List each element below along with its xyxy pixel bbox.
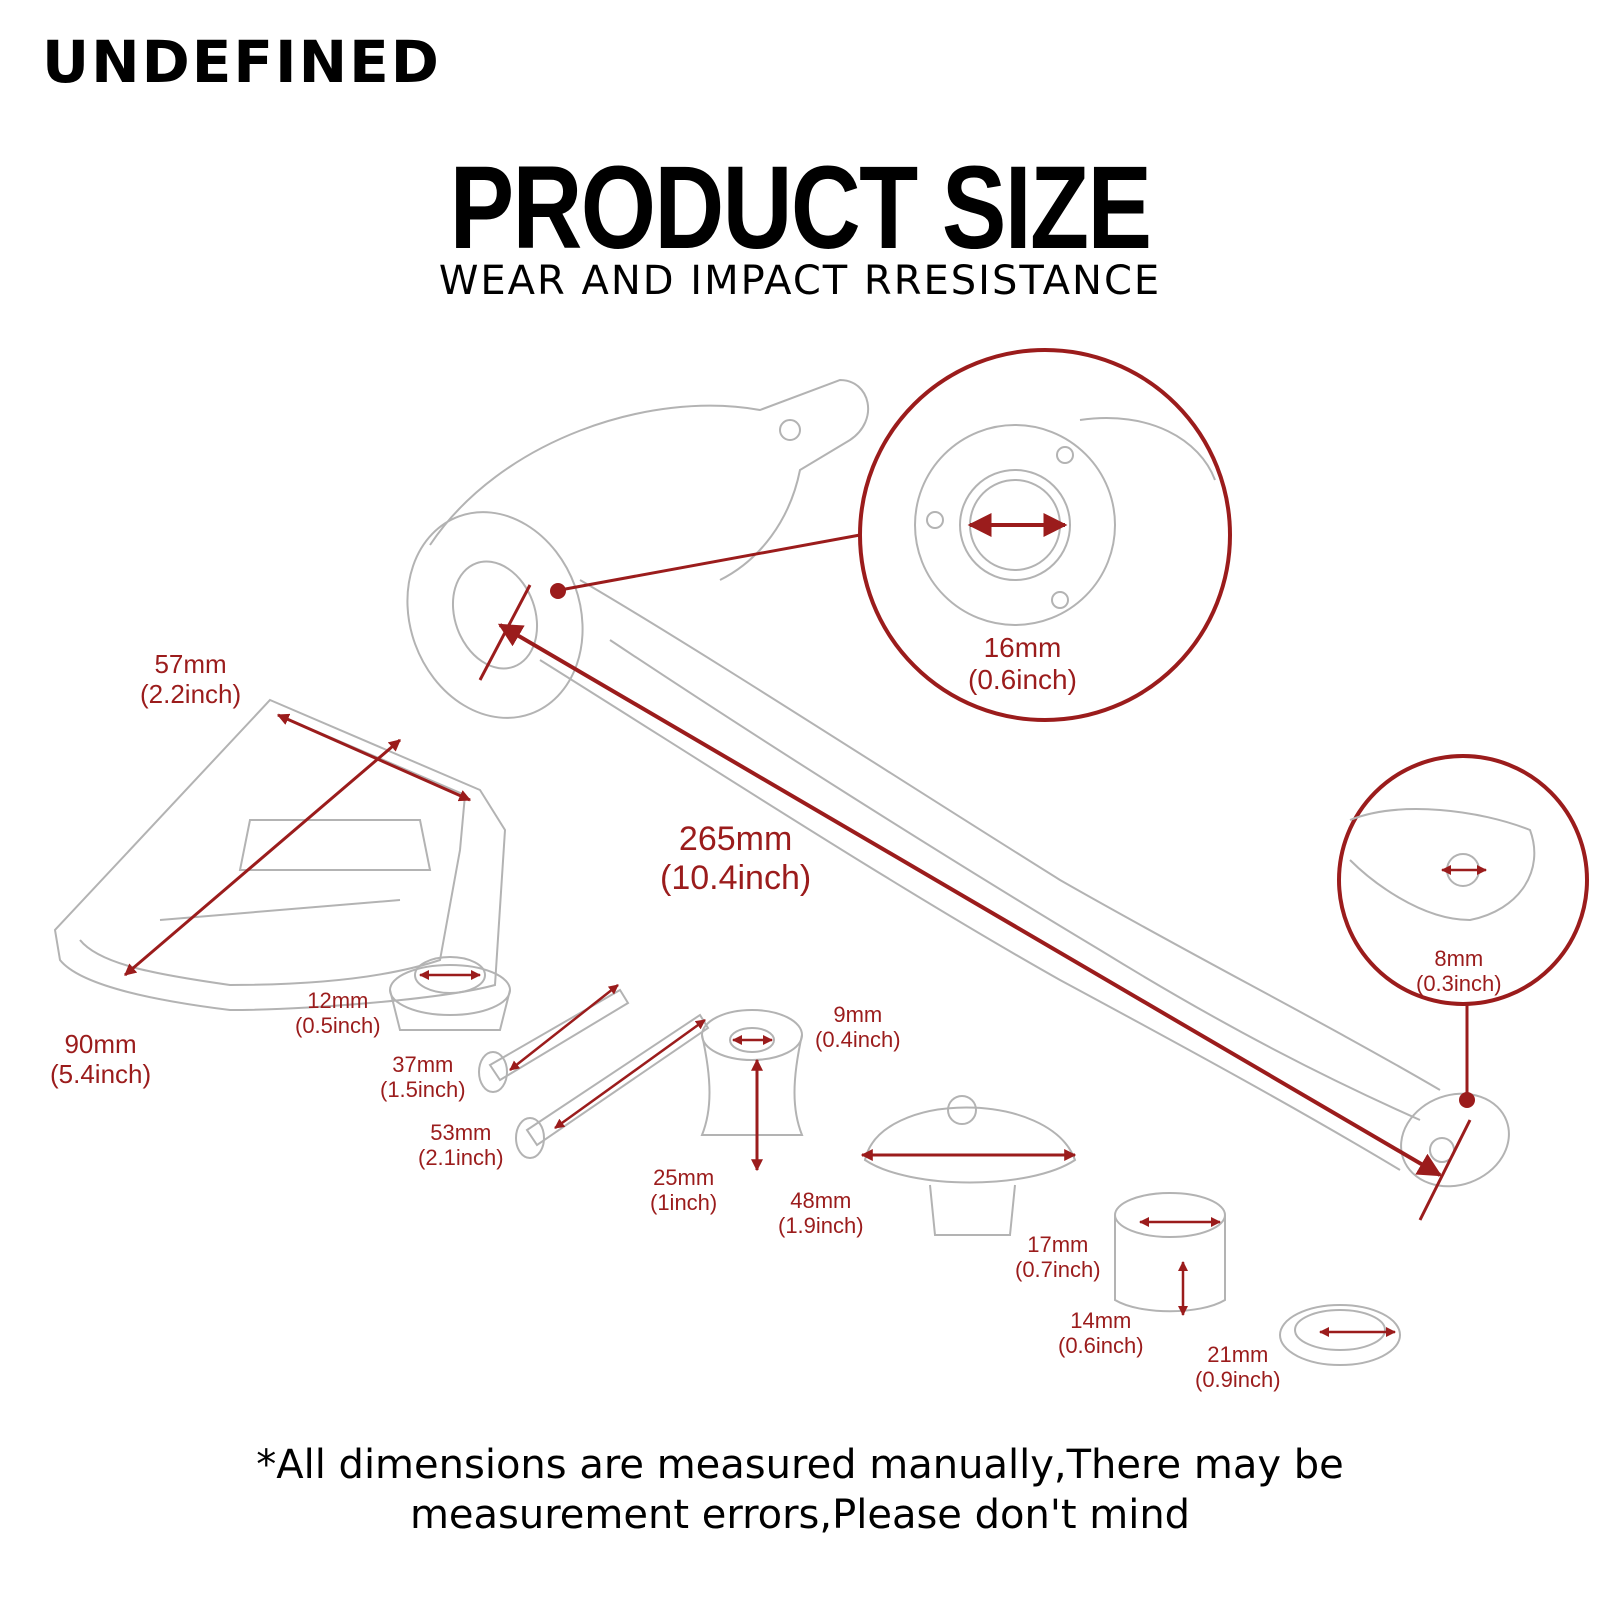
tip-zoom-circle (1337, 754, 1589, 1006)
spacer-height-label: 25mm(1inch) (650, 1165, 718, 1216)
bolt-short-label: 37mm(1.5inch) (380, 1052, 466, 1103)
bolt-long-label: 53mm(2.1inch) (418, 1120, 504, 1171)
brand-logo: UNDEFINED (42, 28, 441, 96)
lever-length-label: 265mm(10.4inch) (660, 820, 812, 898)
bushing-height-label: 14mm(0.6inch) (1058, 1308, 1144, 1359)
lever-length-arrow (497, 623, 1443, 1177)
page-subtitle: WEAR AND IMPACT RRESISTANCE (438, 258, 1162, 304)
bushing-dia-label: 17mm(0.7inch) (1015, 1232, 1101, 1283)
peg-length-label: 90mm(5.4inch) (50, 1029, 152, 1089)
nut-label: 12mm(0.5inch) (295, 988, 381, 1039)
foot-peg-drawing (53, 698, 507, 1012)
pivot-bore-label: 16mm(0.6inch) (968, 632, 1077, 696)
page-title: PRODUCT SIZE (449, 142, 1152, 274)
cap-label: 48mm(1.9inch) (778, 1188, 864, 1239)
washer-label: 21mm(0.9inch) (1195, 1342, 1281, 1393)
tip-hole-label: 8mm(0.3inch) (1416, 946, 1502, 997)
disclaimer-line-2: measurement errors,Please don't mind (409, 1492, 1191, 1538)
peg-width-label: 57mm(2.2inch) (140, 649, 242, 709)
disclaimer-line-1: *All dimensions are measured manually,Th… (256, 1442, 1344, 1488)
spacer-top-label: 9mm(0.4inch) (815, 1002, 901, 1053)
